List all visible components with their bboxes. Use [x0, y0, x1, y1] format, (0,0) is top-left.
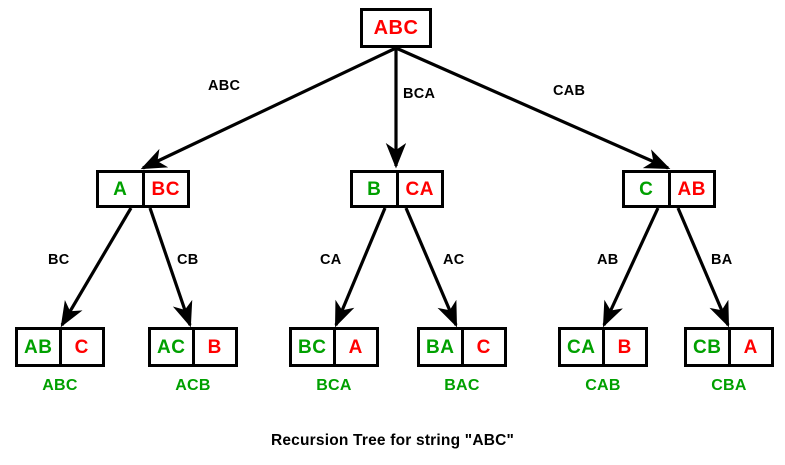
root-text: ABC [373, 17, 419, 39]
node-remaining: A [332, 330, 377, 364]
node-prefix: CB [693, 336, 722, 358]
leaf-result-bca: BCA [316, 377, 352, 394]
node-prefix: C [639, 178, 654, 200]
node-level1-a: A BC [96, 170, 190, 208]
edge-label-ac: AC [443, 252, 465, 268]
node-prefix: BA [426, 336, 455, 358]
node-level1-b: B CA [350, 170, 444, 208]
leaf-result-acb: ACB [175, 377, 211, 394]
edge-root-to-c [395, 46, 671, 170]
edge-c-to-cba [676, 207, 730, 328]
node-remaining: AB [667, 173, 714, 205]
node-leaf-acb: AC B [148, 327, 238, 367]
diagram-caption: Recursion Tree for string "ABC" [270, 432, 515, 449]
leaf-result-cab: CAB [585, 377, 621, 394]
leaf-result-cba: CBA [711, 377, 747, 394]
node-prefix: A [113, 178, 128, 200]
leaf-result-bac: BAC [444, 377, 480, 394]
edge-label-cab: CAB [553, 83, 586, 99]
edge-a-to-acb [148, 207, 193, 328]
node-prefix: AC [157, 336, 186, 358]
node-remaining: A [727, 330, 772, 364]
edge-label-abc: ABC [208, 78, 241, 94]
node-remaining: C [460, 330, 505, 364]
node-leaf-cab: CA B [558, 327, 648, 367]
edge-label-bc: BC [48, 252, 70, 268]
node-remaining: BC [141, 173, 188, 205]
node-remaining: B [601, 330, 646, 364]
node-prefix: BC [298, 336, 327, 358]
node-prefix: CA [567, 336, 596, 358]
node-remaining: C [58, 330, 103, 364]
node-remaining: B [191, 330, 236, 364]
edge-label-bca: BCA [403, 86, 436, 102]
edge-a-to-abc [60, 207, 133, 328]
edge-label-ca: CA [320, 252, 342, 268]
leaf-result-abc: ABC [42, 377, 78, 394]
edge-label-cb: CB [177, 252, 199, 268]
node-leaf-bca: BC A [289, 327, 379, 367]
edge-root-to-a [140, 46, 397, 170]
edge-c-to-cab [602, 207, 660, 328]
node-leaf-abc: AB C [15, 327, 105, 367]
node-level1-c: C AB [622, 170, 716, 208]
node-root: ABC [360, 8, 432, 48]
node-prefix: AB [24, 336, 53, 358]
node-leaf-bac: BA C [417, 327, 507, 367]
edge-b-to-bac [404, 207, 458, 328]
node-prefix: B [367, 178, 382, 200]
node-leaf-cba: CB A [684, 327, 774, 367]
node-remaining: CA [395, 173, 442, 205]
edge-b-to-bca [334, 207, 387, 328]
edge-label-ba: BA [711, 252, 733, 268]
edge-label-ab: AB [597, 252, 619, 268]
